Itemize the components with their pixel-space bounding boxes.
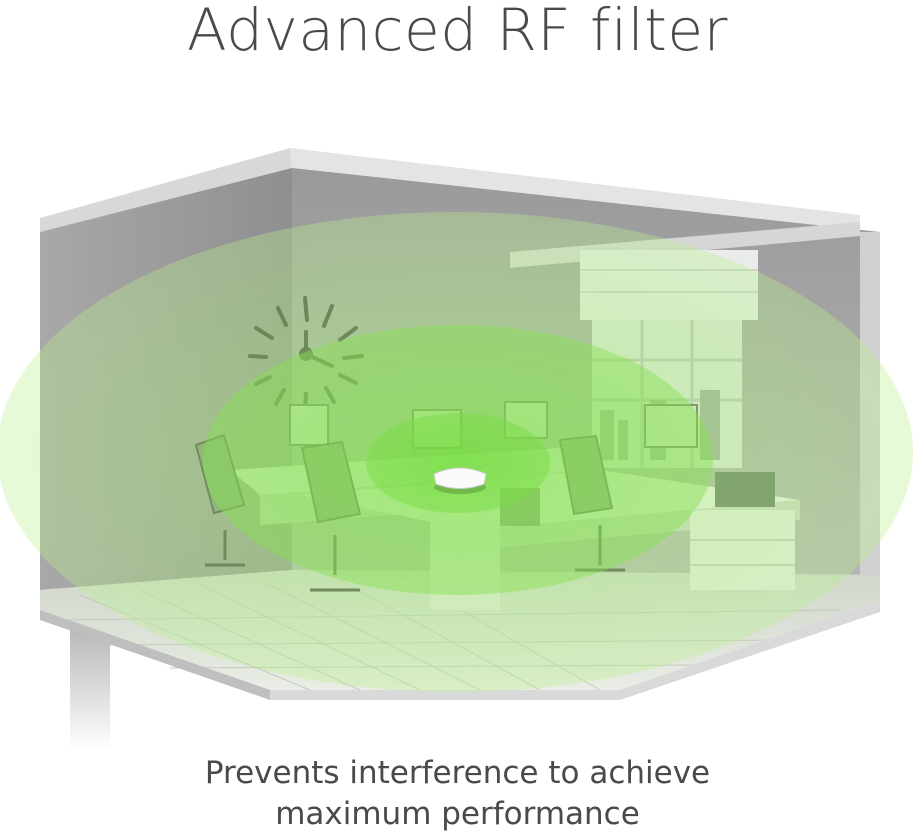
coverage-inner-ring (366, 413, 550, 513)
ceiling-edge (40, 148, 292, 232)
floor-slab-front (270, 600, 880, 700)
caption-line-2: maximum performance (275, 796, 640, 832)
headline: Advanced RF filter (187, 0, 728, 64)
floor-slab-left (40, 610, 270, 700)
router-device-icon (433, 467, 487, 494)
ceiling-edge-right (290, 148, 860, 232)
caption-line-1: Prevents interference to achieve (204, 755, 711, 791)
